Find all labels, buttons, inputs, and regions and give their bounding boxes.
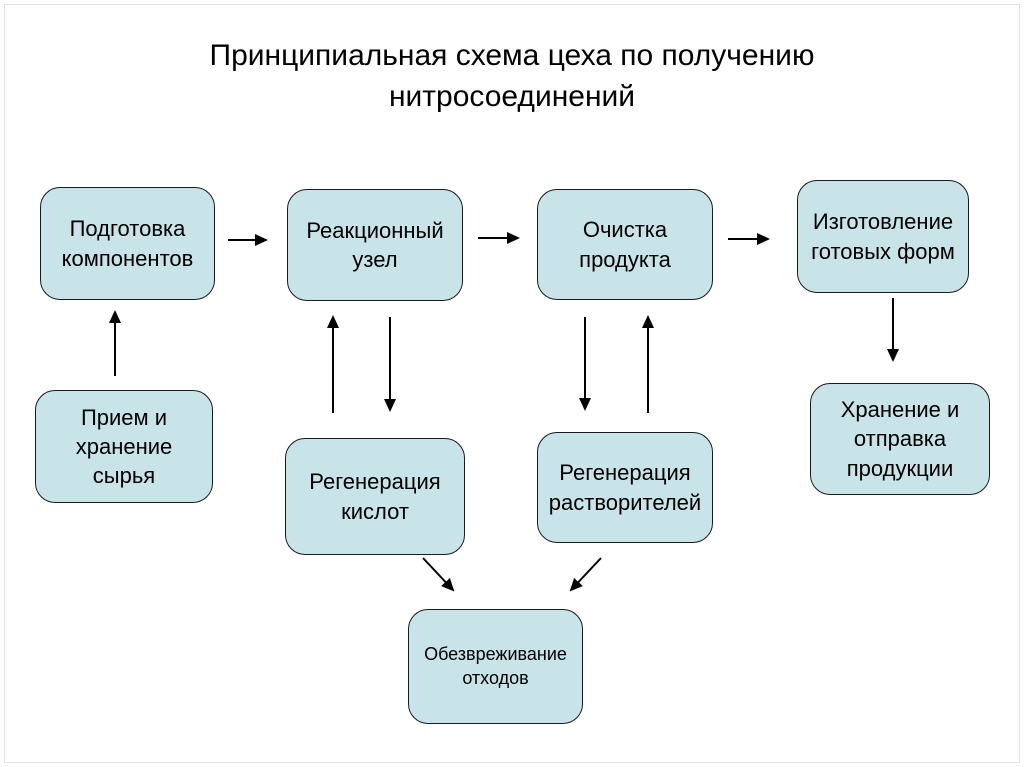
arrow-solvent-to-waste: [569, 557, 602, 592]
node-reakcionnyj-uzel: Реакционный узел: [287, 189, 463, 301]
node-label: Хранение и отправка продукции: [840, 397, 960, 481]
node-regeneraciya-rastvoritelej: Регенерация растворителей: [537, 432, 713, 543]
node-label: Подготовка компонентов: [61, 216, 194, 271]
node-podgotovka-komponentov: Подготовка компонентов: [40, 187, 215, 300]
node-label: Прием и хранение сырья: [75, 404, 173, 489]
node-label: Реакционный узел: [306, 217, 444, 272]
node-hranenie-i-otpravka-produkcii: Хранение и отправка продукции: [810, 383, 990, 495]
node-obezvrezhivanie-othodov: Обезвреживание отходов: [408, 609, 583, 724]
node-label: Регенерация кислот: [309, 469, 441, 524]
node-label: Обезвреживание отходов: [424, 643, 567, 688]
node-priem-i-hranenie-syrya: Прием и хранение сырья: [35, 390, 213, 503]
node-label: Очистка продукта: [579, 217, 671, 272]
node-label: Изготовление готовых форм: [811, 209, 955, 264]
node-ochistka-produkta: Очистка продукта: [537, 189, 713, 300]
node-izgotovlenie-gotovyh-form: Изготовление готовых форм: [797, 180, 969, 293]
node-label: Регенерация растворителей: [548, 460, 702, 515]
node-regeneraciya-kislot: Регенерация кислот: [285, 438, 465, 555]
diagram-title: Принципиальная схема цеха по получению н…: [209, 39, 815, 113]
arrow-acid-to-waste: [422, 557, 455, 592]
